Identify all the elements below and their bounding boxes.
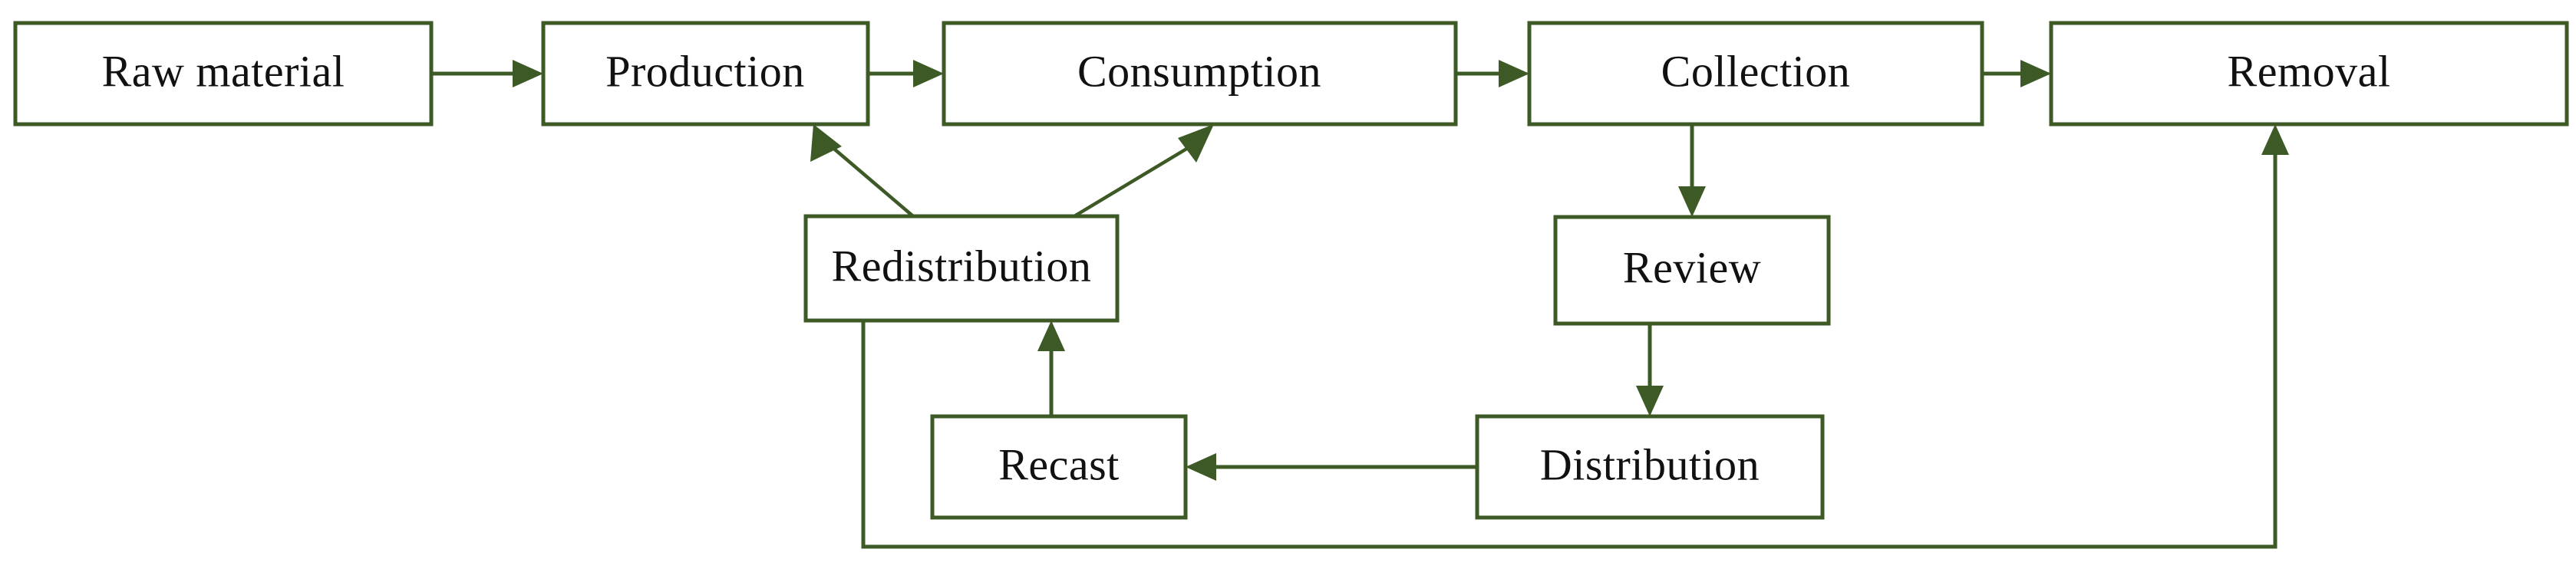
node-production[interactable]: Production <box>541 21 870 127</box>
node-redistribution[interactable]: Redistribution <box>803 214 1120 323</box>
arrow-head-icon <box>913 60 944 87</box>
edge-distribution-to-recast <box>1186 453 1477 481</box>
arrow-head-icon <box>2020 60 2051 87</box>
node-label-distribution: Distribution <box>1540 439 1760 489</box>
arrow-head-icon <box>1636 386 1664 416</box>
node-label-removal: Removal <box>2228 46 2391 96</box>
arrow-head-icon <box>513 60 543 87</box>
node-label-review: Review <box>1623 242 1761 292</box>
arrow-head-icon <box>2261 124 2289 155</box>
node-raw-material[interactable]: Raw material <box>13 21 434 127</box>
arrow-head-icon <box>1499 60 1529 87</box>
arrow-head-icon <box>1037 321 1065 351</box>
node-label-recast: Recast <box>998 439 1120 489</box>
node-consumption[interactable]: Consumption <box>942 21 1458 127</box>
edge-recast-to-redistribution <box>1037 321 1065 416</box>
node-label-redistribution: Redistribution <box>832 241 1092 291</box>
arrow-head-icon <box>810 124 842 162</box>
node-label-consumption: Consumption <box>1077 46 1321 96</box>
edge-consumption-to-collection <box>1456 60 1529 87</box>
node-removal[interactable]: Removal <box>2049 21 2569 127</box>
edge-redistribution-to-production <box>810 124 915 218</box>
arrow-head-icon <box>1178 124 1214 163</box>
edge-collection-to-removal <box>1982 60 2051 87</box>
node-label-collection: Collection <box>1661 46 1851 96</box>
edge-redistribution-to-removal <box>861 124 2289 549</box>
node-collection[interactable]: Collection <box>1527 21 1984 127</box>
node-label-raw-material: Raw material <box>102 46 345 96</box>
edge-review-to-distribution <box>1636 324 1664 416</box>
edge-collection-to-review <box>1678 124 1706 217</box>
node-distribution[interactable]: Distribution <box>1475 414 1825 520</box>
node-label-production: Production <box>605 46 805 96</box>
arrow-head-icon <box>1678 186 1706 217</box>
edge-raw-material-to-production <box>431 60 543 87</box>
edge-redistribution-to-consumption <box>1073 124 1214 218</box>
node-recast[interactable]: Recast <box>930 414 1188 520</box>
edge-production-to-consumption <box>868 60 944 87</box>
arrow-head-icon <box>1186 453 1216 481</box>
node-review[interactable]: Review <box>1553 215 1831 326</box>
